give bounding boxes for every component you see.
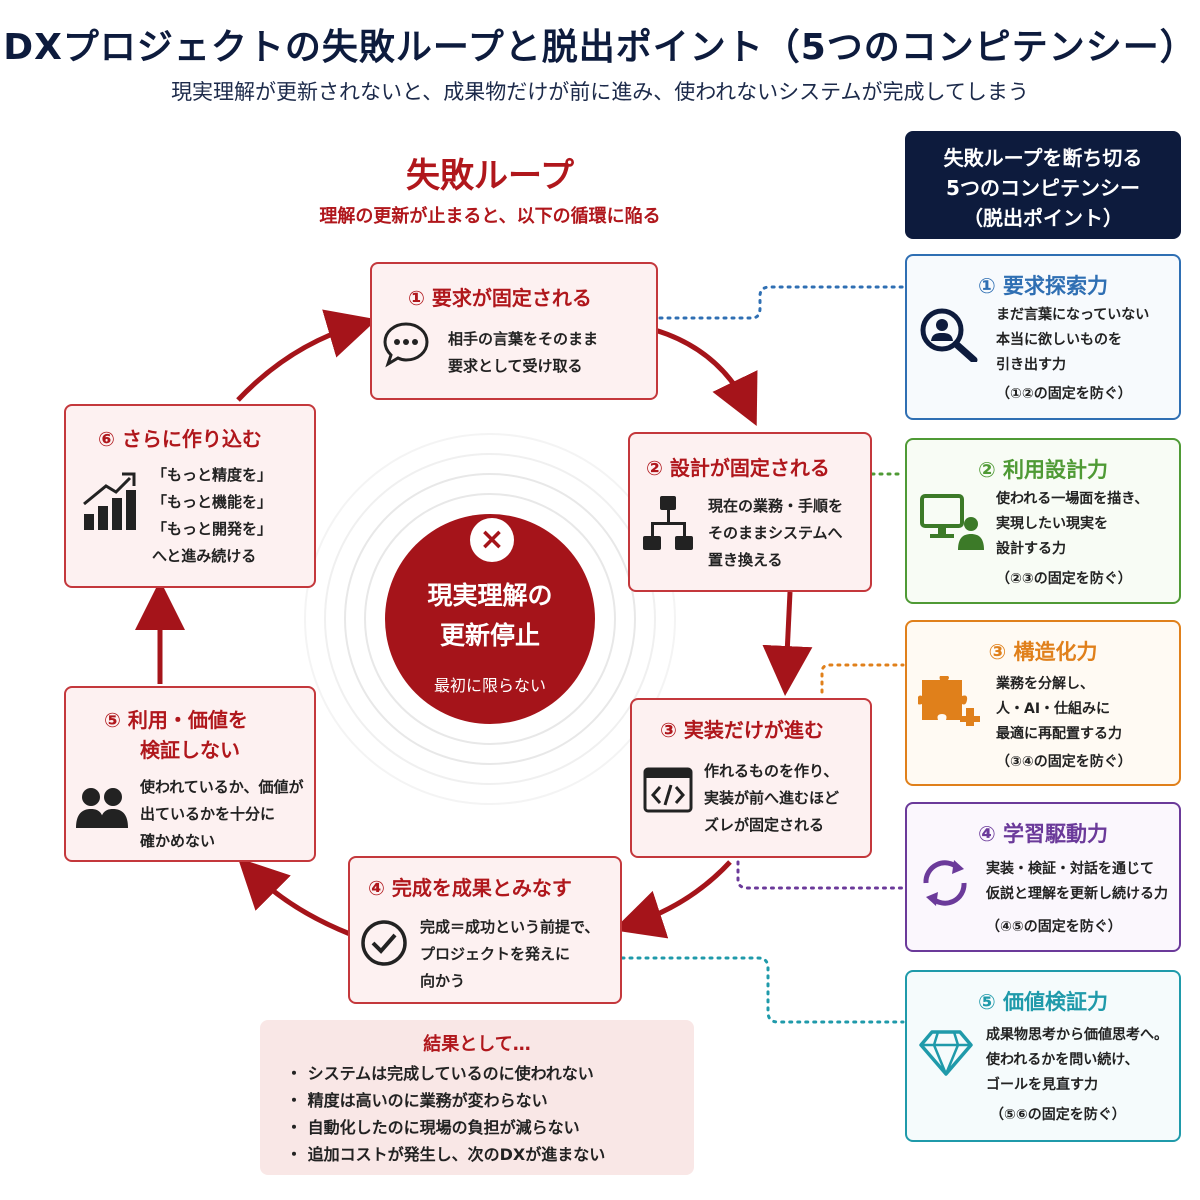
step-6-title: ⑥ さらに作り込む	[98, 427, 262, 451]
competency-1-note: （①②の固定を防ぐ）	[996, 386, 1132, 402]
cross-icon: ×	[470, 518, 514, 562]
competency-5-text: 成果物思考から価値思考へ。 使われるかを問い続け、 ゴールを見直す力	[986, 1027, 1168, 1093]
competency-2-text: 使われる一場面を描き、 実現したい現実を 設計する力	[996, 491, 1149, 557]
step-3-title: ③ 実装だけが進む	[660, 718, 824, 742]
competency-3-note: （③④の固定を防ぐ）	[996, 754, 1132, 770]
competency-1-text: まだ言葉になっていない 本当に欲しいものを 引き出す力	[996, 307, 1150, 373]
diamond-icon	[919, 1030, 973, 1076]
loop-title: 失敗ループ	[406, 156, 574, 196]
competency-5-card	[905, 970, 1181, 1142]
step-4-text: 完成＝成功という前提で、 プロジェクトを発えに 向かう	[420, 918, 600, 990]
flowchart-icon	[643, 496, 693, 550]
connector-5	[620, 956, 905, 1024]
center-label: 現実理解の 更新停止	[385, 576, 595, 656]
competencies-header-line-2: 5つのコンピテンシー	[946, 176, 1140, 200]
step-2-title: ② 設計が固定される	[646, 456, 830, 480]
competency-3-text: 業務を分解し、 人・AI・仕組みに 最適に再配置する力	[996, 676, 1122, 742]
step-1-text: 相手の言葉をそのまま 要求として受け取る	[448, 330, 599, 375]
puzzle-icon	[918, 676, 980, 726]
step-1-title: ① 要求が固定される	[408, 286, 592, 310]
arrow-2-to-3	[762, 591, 813, 696]
users-icon	[76, 788, 128, 828]
competencies-header-line-1: 失敗ループを断ち切る	[943, 146, 1143, 170]
result-item-3: ・ 自動化したのに現場の負担が減らない	[286, 1118, 580, 1137]
competency-1-title: ① 要求探索力	[977, 274, 1109, 298]
result-box	[260, 1020, 694, 1175]
code-window-icon	[643, 767, 693, 813]
arrow-6-to-1	[236, 309, 378, 402]
competency-4-title: ④ 学習駆動力	[977, 822, 1109, 846]
result-title: 結果として…	[423, 1034, 531, 1055]
competency-3-title: ③ 構造化力	[988, 640, 1098, 664]
step-5-text: 使われているか、価値が 出ているかを十分に 確かめない	[140, 778, 304, 850]
arrow-4-to-5	[237, 857, 351, 937]
step-1-card	[370, 262, 658, 400]
competency-4-note: （④⑤の固定を防ぐ）	[986, 919, 1122, 935]
competency-2-card	[905, 438, 1181, 604]
competency-5-note: （⑤⑥の固定を防ぐ）	[990, 1107, 1126, 1123]
connector-4	[736, 860, 905, 890]
growth-chart-icon	[83, 472, 136, 530]
step-5-card	[64, 686, 316, 862]
competency-4-text: 実装・検証・対話を通じて 仮説と理解を更新し続ける力	[986, 861, 1168, 902]
step-3-text: 作れるものを作り、 実装が前へ進むほど ズレが固定される	[704, 762, 840, 834]
center-line-2: 更新停止	[439, 621, 540, 650]
monitor-user-icon	[920, 494, 984, 550]
center-line-1: 現実理解の	[427, 581, 553, 610]
result-item-2: ・ 精度は高いのに業務が変わらない	[286, 1091, 548, 1110]
center-sublabel: 最初に限らない	[433, 676, 546, 695]
competency-2-note: （②③の固定を防ぐ）	[996, 571, 1132, 587]
check-circle-icon	[361, 920, 407, 966]
competencies-header-line-3: （脱出ポイント）	[963, 206, 1123, 230]
connector-3	[820, 663, 905, 694]
step-6-card	[64, 404, 316, 588]
step-5-title-line-1: ⑤ 利用・価値を	[104, 708, 248, 732]
cycle-arrows-icon	[923, 860, 967, 906]
step-2-text: 現在の業務・手順を そのままシステムへ 置き換える	[708, 497, 844, 569]
competency-5-title: ⑤ 価値検証力	[977, 990, 1109, 1014]
step-4-title: ④ 完成を成果とみなす	[368, 876, 572, 900]
step-5-title-line-2: 検証しない	[140, 738, 240, 762]
result-item-4: ・ 追加コストが発生し、次のDXが進まない	[286, 1145, 606, 1164]
magnifier-person-icon	[920, 308, 978, 362]
loop-subtitle: 理解の更新が止まると、以下の循環に陥る	[319, 206, 661, 227]
swirl-rings	[304, 433, 676, 805]
connector-1	[658, 285, 905, 320]
competency-4-card	[905, 802, 1181, 952]
step-4-card	[348, 856, 622, 1004]
result-item-1: ・ システムは完成しているのに使われない	[286, 1064, 594, 1083]
arrow-1-to-2	[654, 327, 758, 427]
page-subtitle: 現実理解が更新されないと、成果物だけが前に進み、使われないシステムが完成してしま…	[171, 80, 1029, 104]
speech-bubble-icon	[383, 322, 429, 368]
competency-2-title: ② 利用設計力	[977, 458, 1109, 482]
page-title: DXプロジェクトの失敗ループと脱出ポイント（5つのコンピテンシー）	[3, 27, 1197, 68]
arrow-3-to-4	[612, 860, 732, 939]
competencies-header-box	[905, 131, 1181, 239]
step-6-text: 「もっと精度を」 「もっと機能を」 「もっと開発を」 へと進み続ける	[152, 466, 273, 565]
